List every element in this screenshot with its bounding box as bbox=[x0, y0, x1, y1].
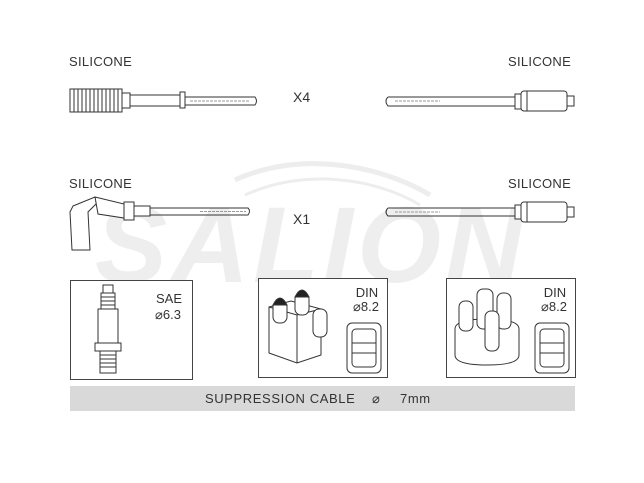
din-label-2: DIN bbox=[543, 285, 567, 300]
diameter-symbol: ⌀ bbox=[372, 391, 381, 406]
din-box-2: DIN ⌀8.2 bbox=[446, 278, 576, 378]
din-label-1: DIN bbox=[355, 285, 379, 300]
row2-right-label: SILICONE bbox=[508, 176, 572, 191]
row1-multiplier: X4 bbox=[293, 89, 311, 105]
row2-multiplier: X1 bbox=[293, 211, 311, 227]
row2-angled-boot-icon bbox=[69, 196, 250, 251]
din-diameter-2: ⌀8.2 bbox=[541, 299, 567, 314]
din-diameter-1: ⌀8.2 bbox=[353, 299, 379, 314]
sae-box: SAE ⌀6.3 bbox=[70, 280, 193, 380]
row1-right-label: SILICONE bbox=[508, 54, 572, 69]
distributor-cap-4-terminal-icon bbox=[454, 288, 570, 374]
row2-terminal-icon bbox=[385, 201, 575, 223]
row1-terminal-icon bbox=[385, 90, 575, 112]
distributor-cap-2-terminal-icon bbox=[268, 289, 382, 374]
sae-diameter: ⌀6.3 bbox=[155, 307, 181, 322]
suppression-cable-banner: SUPPRESSION CABLE ⌀ 7mm bbox=[70, 386, 575, 411]
cable-diameter-value: 7mm bbox=[400, 391, 431, 406]
din-box-1: DIN ⌀8.2 bbox=[258, 278, 388, 378]
row2-left-label: SILICONE bbox=[69, 176, 133, 191]
row1-straight-boot-icon bbox=[69, 88, 257, 113]
suppression-cable-text: SUPPRESSION CABLE bbox=[205, 391, 356, 406]
row1-left-label: SILICONE bbox=[69, 54, 133, 69]
spark-plug-icon bbox=[94, 284, 122, 374]
sae-label: SAE bbox=[155, 291, 182, 306]
